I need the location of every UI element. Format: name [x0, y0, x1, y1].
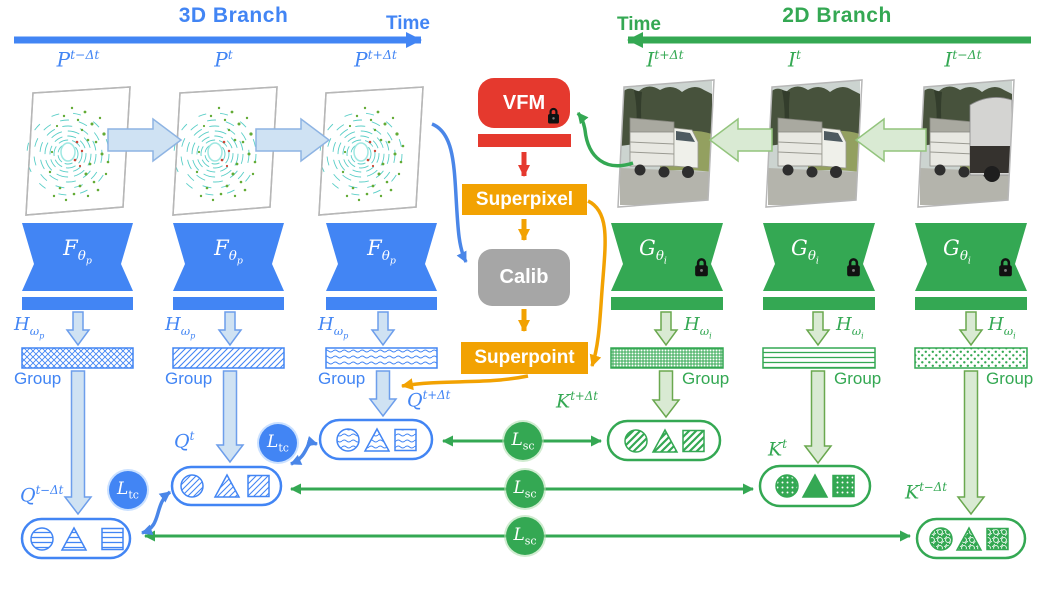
encoder-2d-label: Gθi: [943, 236, 971, 267]
k-label-t: Kt: [768, 437, 787, 461]
encoder-3d-label: Fθp: [214, 236, 243, 267]
temporal-loss-arrow-1: [141, 490, 172, 536]
encoder-2d-label: Gθi: [791, 236, 819, 267]
image-label-t: It: [788, 47, 801, 72]
pointcloud-label-t: Pt: [214, 47, 233, 72]
vfm-output-bar: [478, 134, 571, 147]
image-to-vfm-arrow: [576, 111, 634, 168]
pointcloud-label-t-plus: Pt+Δt: [354, 47, 397, 72]
superpixel-features-t-plus: [606, 419, 722, 462]
vfm-box: VFM: [478, 78, 570, 128]
spatial-loss-badge: Lsc: [506, 517, 544, 555]
branch-3d-title: 3D Branch: [178, 4, 289, 27]
encoder-3d-label: Fθp: [63, 236, 92, 267]
q-label-t-plus: Qt+Δt: [407, 388, 451, 412]
camera-frame-1: [617, 79, 715, 208]
group-label: Group: [986, 369, 1034, 388]
head-2d-label: Hωi: [988, 314, 1016, 340]
pointcloud-frame-1: [25, 86, 131, 216]
spatial-loss-badge: Lsc: [506, 470, 544, 508]
q-label-t-minus: Qt−Δt: [20, 483, 64, 507]
pointcloud-frame-2: [172, 86, 278, 216]
superpoint-box: Superpoint: [461, 342, 588, 374]
branch-2d-time-label: Time: [617, 14, 662, 35]
encoder-3d-shapes: [22, 223, 437, 310]
frame-flow-arrow-3d-1: [107, 117, 183, 163]
group-arrows-2d: [651, 370, 986, 516]
superpixel-features-t-minus: [915, 517, 1027, 560]
group-arrows-3d: [63, 370, 398, 516]
head-2d-label: Hωi: [836, 314, 864, 340]
spatial-loss-badge: Lsc: [504, 422, 542, 460]
feature-bars: [21, 347, 1028, 369]
superpoint-to-3d-group-arrow: [401, 374, 529, 391]
frame-flow-arrow-2d-1: [708, 117, 773, 163]
calib-box: Calib: [478, 249, 570, 306]
pointcloud-frame-3: [318, 86, 424, 216]
superpoint-features-t-plus: [318, 418, 434, 461]
camera-frame-3: [917, 79, 1015, 208]
head-2d-label: Hωi: [684, 314, 712, 340]
lock-icon: [546, 94, 561, 144]
branch-2d-title: 2D Branch: [782, 4, 892, 27]
spatial-loss-arrows: [144, 435, 911, 542]
group-label: Group: [318, 369, 366, 388]
group-label: Group: [165, 369, 213, 388]
branch-3d-time-label: Time: [386, 13, 431, 34]
k-label-t-plus: Kt+Δt: [556, 389, 599, 413]
pointcloud-to-calib-arrow: [431, 122, 468, 263]
temporal-loss-badge: Ltc: [259, 424, 297, 462]
group-label: Group: [14, 369, 62, 388]
temporal-loss-arrow-2: [290, 435, 318, 466]
superpixel-box: Superpixel: [462, 184, 587, 215]
encoder-3d-label: Fθp: [367, 236, 396, 267]
temporal-loss-badge: Ltc: [109, 471, 147, 509]
k-label-t-minus: Kt−Δt: [905, 480, 948, 504]
head-3d-label: Hωp: [14, 314, 45, 340]
superpoint-features-t-minus: [20, 517, 132, 560]
vfm-label: VFM: [502, 92, 546, 114]
superpixel-features-t: [758, 464, 872, 508]
q-label-t: Qt: [174, 429, 195, 453]
superpixel-to-2d-group-arrow: [587, 199, 607, 367]
image-label-t-minus: It−Δt: [944, 47, 982, 72]
group-label: Group: [682, 369, 730, 388]
frame-flow-arrow-2d-2: [854, 117, 927, 163]
encoder-2d-shapes: [611, 223, 1027, 310]
superpoint-features-t: [170, 465, 283, 507]
pointcloud-label-t-minus: Pt−Δt: [56, 47, 100, 72]
camera-frame-2: [765, 79, 863, 208]
frame-flow-arrow-3d-2: [255, 117, 331, 163]
head-3d-label: Hωp: [318, 314, 349, 340]
image-label-t-plus: It+Δt: [646, 47, 684, 72]
head-3d-label: Hωp: [165, 314, 196, 340]
encoder-2d-label: Gθi: [639, 236, 667, 267]
group-label: Group: [834, 369, 882, 388]
